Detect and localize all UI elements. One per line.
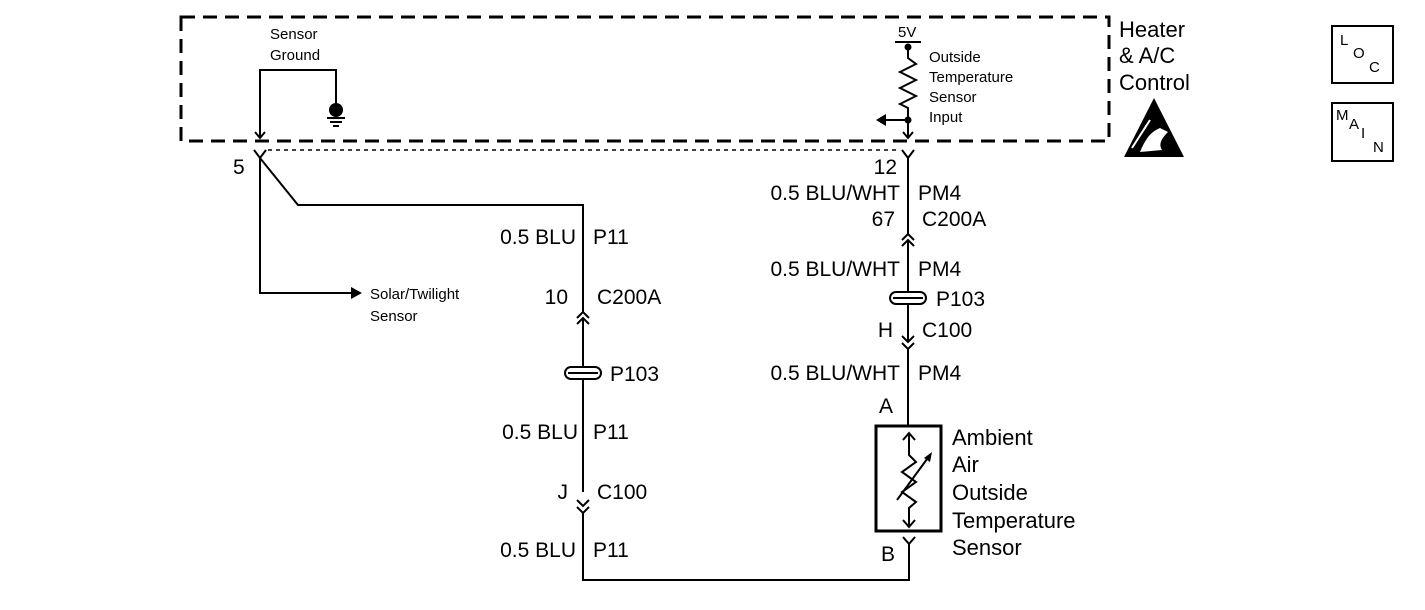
thermistor-icon <box>900 433 918 527</box>
esd-warning-icon <box>1124 98 1184 157</box>
input-arrow-icon <box>876 114 886 126</box>
ground-icon <box>327 103 345 127</box>
input-label-line3: Sensor <box>929 89 977 106</box>
solar-label-line1: Solar/Twilight <box>370 286 460 303</box>
sensor-label-line4: Temperature <box>952 508 1076 533</box>
input-label-line1: Outside <box>929 49 981 66</box>
main-letter-2: A <box>1349 116 1360 133</box>
input-label-line4: Input <box>929 109 963 126</box>
main-button[interactable]: M A I N <box>1331 102 1394 162</box>
module-name-line1: Heater <box>1119 17 1185 42</box>
module-name-line2: & A/C <box>1119 43 1175 68</box>
sensor-pin-b-terminal <box>902 536 916 546</box>
right-module-pin: 12 <box>874 156 897 179</box>
main-letter-3: I <box>1361 125 1366 142</box>
right-wire2-circuit: PM4 <box>918 258 962 281</box>
left-wire2-color: 0.5 BLU <box>502 421 578 444</box>
right-c100-pin: H <box>878 319 893 342</box>
sensor-ground-label-line1: Sensor <box>270 26 318 43</box>
left-wire-upper <box>259 157 584 312</box>
main-letter-1: M <box>1336 107 1349 124</box>
left-module-pin: 5 <box>233 156 245 179</box>
sensor-ground-label-line2: Ground <box>270 47 320 64</box>
loc-letter-2: O <box>1353 45 1365 62</box>
right-splice-p103 <box>889 291 927 305</box>
sensor-label-line2: Air <box>952 452 979 477</box>
ambient-sensor-box <box>874 424 943 533</box>
left-wire3-color: 0.5 BLU <box>500 539 576 562</box>
sensor-label-line3: Outside <box>952 480 1028 505</box>
sensor-label-line5: Sensor <box>952 535 1022 560</box>
right-wire1-circuit: PM4 <box>918 182 962 205</box>
module-name-line3: Control <box>1119 70 1190 95</box>
input-label-line2: Temperature <box>929 69 1013 86</box>
left-splice-p103 <box>564 366 602 380</box>
right-wire3-color: 0.5 BLU/WHT <box>770 362 900 385</box>
left-c100-connector <box>576 499 590 515</box>
loc-button[interactable]: L O C <box>1331 25 1394 84</box>
sensor-ground-internal-wire <box>259 69 337 138</box>
right-wire1-color: 0.5 BLU/WHT <box>770 182 900 205</box>
loc-letter-1: L <box>1340 32 1349 49</box>
right-c200a-label: C200A <box>922 208 986 231</box>
left-module-terminal <box>253 149 267 160</box>
right-splice-label: P103 <box>936 288 985 311</box>
left-wire-lower <box>582 513 910 581</box>
module-boundary <box>179 15 1111 143</box>
sensor-label-line1: Ambient <box>952 425 1033 450</box>
left-c200a-pin: 10 <box>545 286 568 309</box>
left-wire3-circuit: P11 <box>593 539 629 562</box>
sensor-pin-b: B <box>881 543 895 566</box>
right-wire2-color: 0.5 BLU/WHT <box>770 258 900 281</box>
right-module-terminal <box>901 149 915 160</box>
right-c200a-pin: 67 <box>872 208 895 231</box>
main-letter-4: N <box>1373 139 1384 156</box>
left-c100-pin: J <box>558 481 569 504</box>
left-c100-label: C100 <box>597 481 647 504</box>
left-splice-label: P103 <box>610 363 659 386</box>
sensor-pin-a: A <box>879 395 893 418</box>
solar-arrow-icon <box>351 287 362 299</box>
left-c200a-label: C200A <box>597 286 661 309</box>
right-wire3-circuit: PM4 <box>918 362 962 385</box>
left-wire1-circuit: P11 <box>593 226 629 249</box>
solar-branch-wire <box>259 158 352 294</box>
loc-letter-3: C <box>1369 59 1380 76</box>
supply-voltage-label: 5V <box>898 24 916 41</box>
left-wire2-circuit: P11 <box>593 421 629 444</box>
right-c100-label: C100 <box>922 319 972 342</box>
left-wire1-color: 0.5 BLU <box>500 226 576 249</box>
solar-label-line2: Sensor <box>370 308 418 325</box>
pullup-resistor <box>897 47 919 138</box>
